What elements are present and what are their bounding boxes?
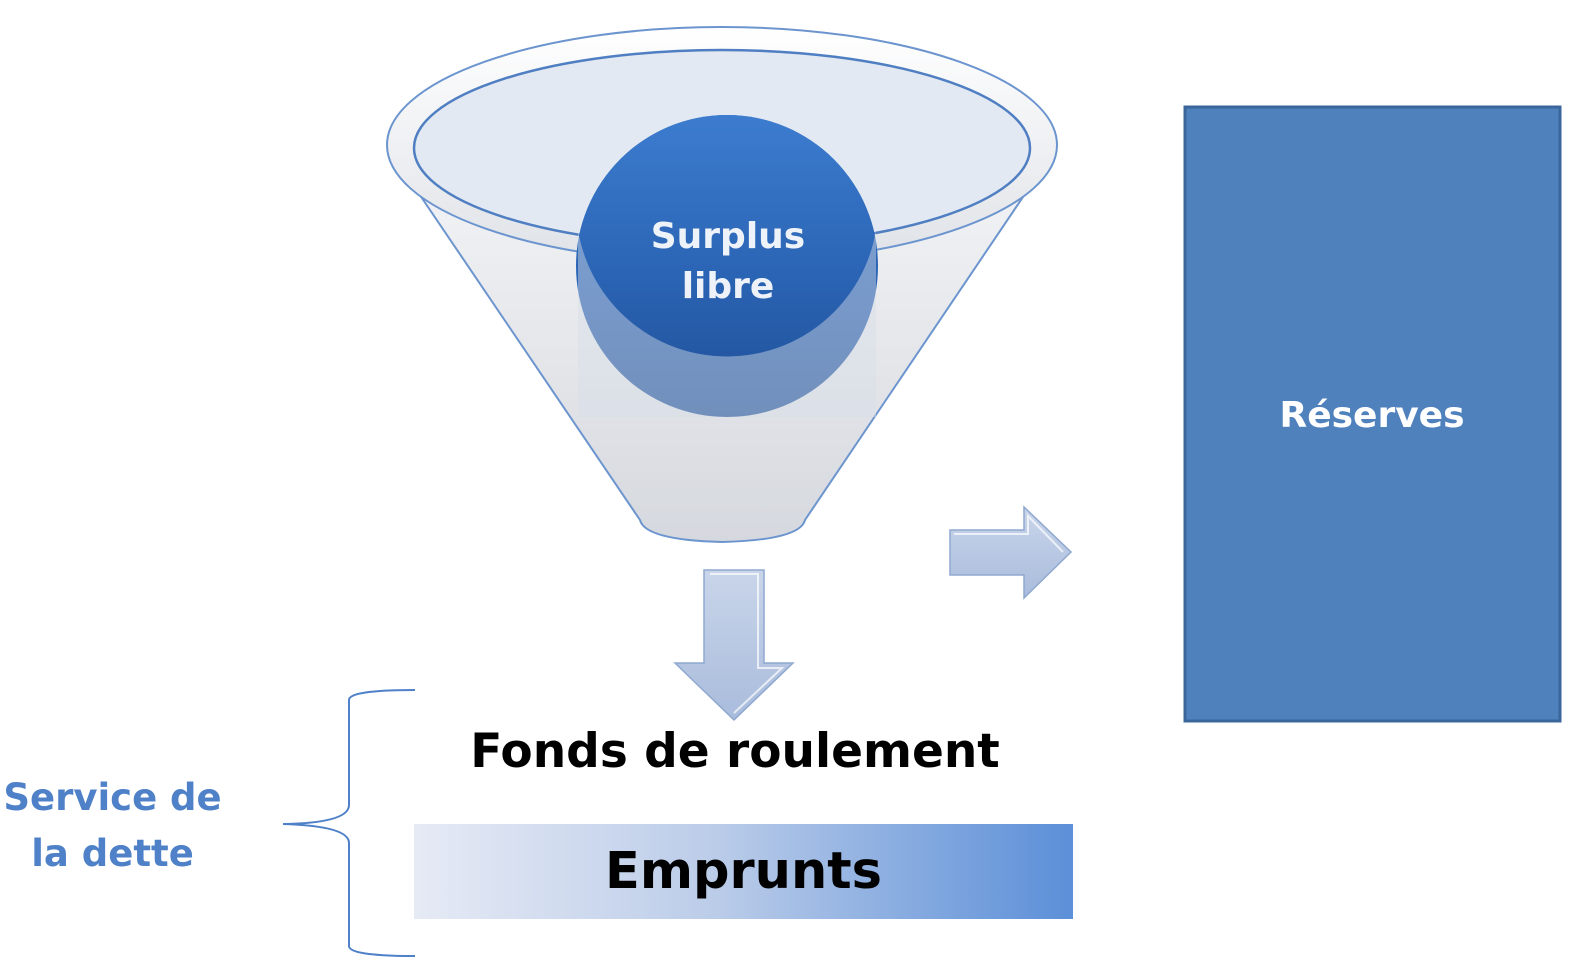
- right-arrow-icon: [949, 505, 1073, 600]
- surplus-ball: [576, 115, 878, 417]
- service-label-line2: la dette: [31, 832, 194, 875]
- surplus-libre-label: Surplus libre: [578, 212, 878, 312]
- down-arrow-icon: [673, 569, 795, 722]
- ball-upper: [576, 115, 878, 246]
- reserves-label: Réserves: [1279, 395, 1465, 436]
- service-brace: [282, 689, 416, 957]
- reserves-box: [1183, 105, 1562, 723]
- emprunts-label: Emprunts: [605, 842, 882, 901]
- fonds-de-roulement-label: Fonds de roulement: [470, 724, 1000, 779]
- ball-label-line1: Surplus: [650, 216, 806, 257]
- service-de-la-dette-label: Service de la dette: [0, 770, 225, 882]
- right-arrow-highlight: [954, 513, 1064, 553]
- emprunts-bar: [414, 824, 1073, 919]
- service-label-line1: Service de: [3, 776, 222, 819]
- ball-label-line2: libre: [681, 266, 775, 307]
- down-arrow-highlight: [710, 573, 785, 714]
- ball-glass-overlay: [578, 230, 876, 417]
